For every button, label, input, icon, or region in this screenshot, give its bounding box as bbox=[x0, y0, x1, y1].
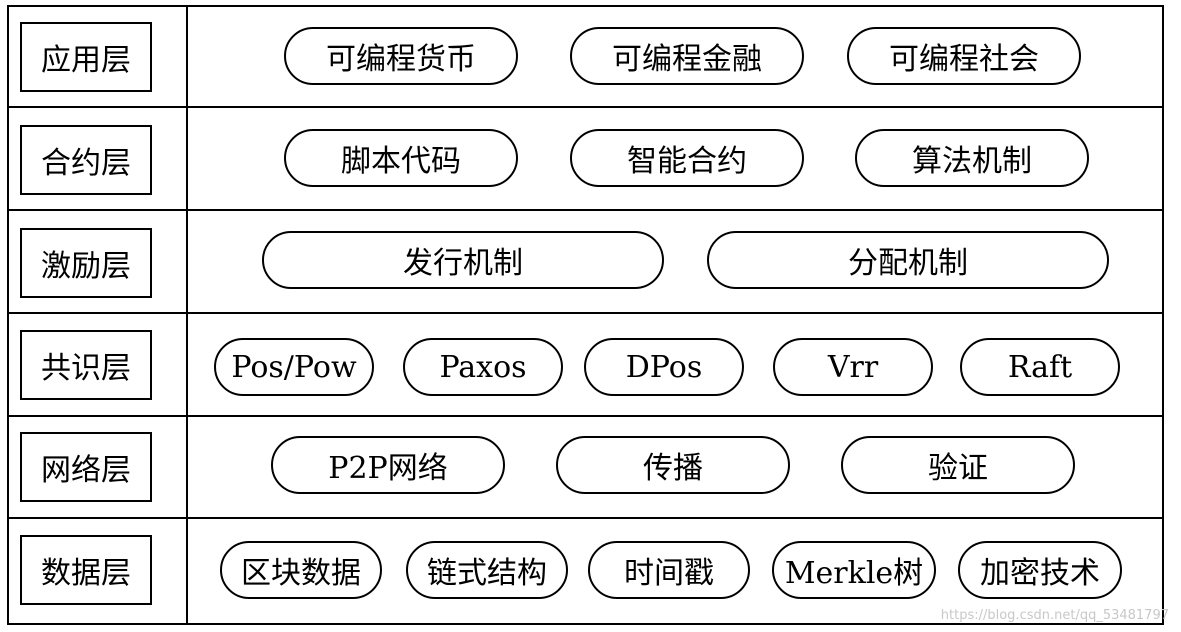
column-divider bbox=[186, 5, 188, 625]
architecture-frame bbox=[7, 5, 1164, 625]
layer-item: 可编程金融 bbox=[570, 27, 804, 85]
layer-item: 可编程社会 bbox=[847, 27, 1081, 85]
layer-item: 链式结构 bbox=[406, 541, 568, 599]
layer-item: P2P网络 bbox=[271, 436, 505, 494]
layer-item: 发行机制 bbox=[262, 231, 664, 289]
layer-item: 验证 bbox=[841, 436, 1075, 494]
row-separator bbox=[7, 312, 1164, 314]
layer-item: Pos/Pow bbox=[214, 338, 374, 396]
layer-item: 时间戳 bbox=[588, 541, 750, 599]
watermark: https://blog.csdn.net/qq_53481797 bbox=[940, 608, 1169, 623]
row-separator bbox=[7, 209, 1164, 211]
layer-item: Vrr bbox=[773, 338, 933, 396]
layer-item: 智能合约 bbox=[570, 129, 804, 187]
layer-item: Paxos bbox=[403, 338, 563, 396]
layer-item: 算法机制 bbox=[855, 129, 1089, 187]
layer-item: 传播 bbox=[556, 436, 790, 494]
layer-item: 可编程货币 bbox=[284, 27, 518, 85]
layer-label-application: 应用层 bbox=[20, 22, 152, 92]
layer-item: DPos bbox=[584, 338, 744, 396]
row-separator bbox=[7, 517, 1164, 519]
layer-item: 分配机制 bbox=[707, 231, 1109, 289]
row-separator bbox=[7, 106, 1164, 108]
layer-item: Raft bbox=[960, 338, 1120, 396]
layer-label-incentive: 激励层 bbox=[20, 228, 152, 298]
layer-label-consensus: 共识层 bbox=[20, 330, 152, 400]
layer-label-contract: 合约层 bbox=[20, 125, 152, 195]
layer-label-network: 网络层 bbox=[20, 432, 152, 502]
layer-item: Merkle树 bbox=[772, 541, 936, 599]
row-separator bbox=[7, 415, 1164, 417]
layer-item: 加密技术 bbox=[958, 541, 1122, 599]
layer-item: 脚本代码 bbox=[284, 129, 518, 187]
layer-item: 区块数据 bbox=[220, 541, 382, 599]
layer-label-data: 数据层 bbox=[20, 535, 152, 605]
